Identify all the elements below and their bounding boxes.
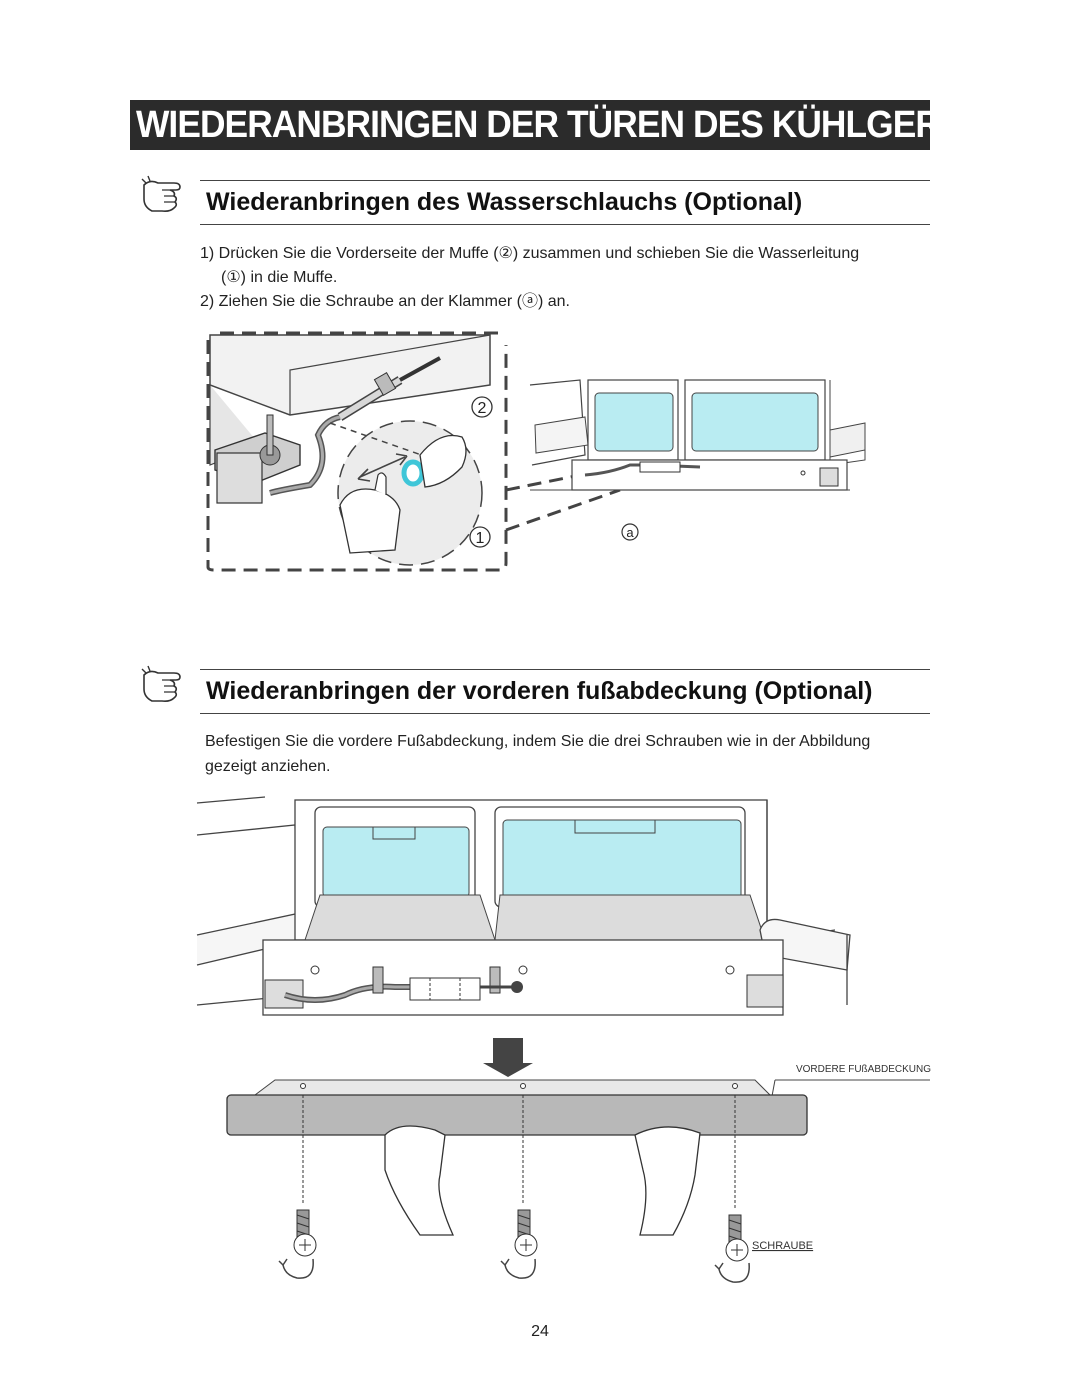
page-title: WIEDERANBRINGEN DER TÜREN DES KÜHLGERÄTS bbox=[136, 103, 1009, 146]
section1-step2: 2) Ziehen Sie die Schraube an der Klamme… bbox=[200, 293, 570, 310]
rotate-clockwise-icon bbox=[278, 1258, 750, 1283]
callout-a: a bbox=[626, 525, 634, 540]
section1-step1-line2: (①) in die Muffe. bbox=[221, 269, 338, 286]
label-screw: SCHRAUBE bbox=[752, 1240, 813, 1252]
callout-2: 2 bbox=[478, 400, 487, 417]
fridge-overview-small bbox=[529, 379, 866, 491]
page-title-bar: WIEDERANBRINGEN DER TÜREN DES KÜHLGERÄTS bbox=[130, 100, 1009, 150]
section2-body-line1: Befestigen Sie die vordere Fußabdeckung,… bbox=[205, 733, 871, 750]
section2-heading: Wiederanbringen der vorderen fußabdeckun… bbox=[206, 677, 873, 705]
screw-icon bbox=[293, 1209, 317, 1257]
pointing-hand-icon bbox=[141, 175, 181, 212]
page-number: 24 bbox=[531, 1323, 549, 1340]
section-heading-foot-cover: Wiederanbringen der vorderen fußabdeckun… bbox=[200, 669, 930, 714]
arrow-down-icon bbox=[483, 1038, 533, 1077]
section-heading-water-hose: Wiederanbringen des Wasserschlauchs (Opt… bbox=[200, 180, 930, 225]
section2-body-line2: gezeigt anziehen. bbox=[205, 758, 331, 775]
pointing-hand-icon bbox=[141, 665, 181, 702]
foot-cover-figure: VORDERE FUßABDECKUNG SCHRAUBE bbox=[196, 796, 931, 1283]
section1-step1-line1: 1) Drücken Sie die Vorderseite der Muffe… bbox=[200, 245, 860, 262]
label-front-foot-cover: VORDERE FUßABDECKUNG bbox=[796, 1064, 931, 1075]
screw-icon bbox=[725, 1214, 749, 1262]
water-hose-figure: 2 1 a bbox=[206, 331, 866, 572]
callout-1: 1 bbox=[476, 530, 485, 547]
screw-icon bbox=[514, 1209, 538, 1257]
section1-heading: Wiederanbringen des Wasserschlauchs (Opt… bbox=[206, 188, 803, 216]
